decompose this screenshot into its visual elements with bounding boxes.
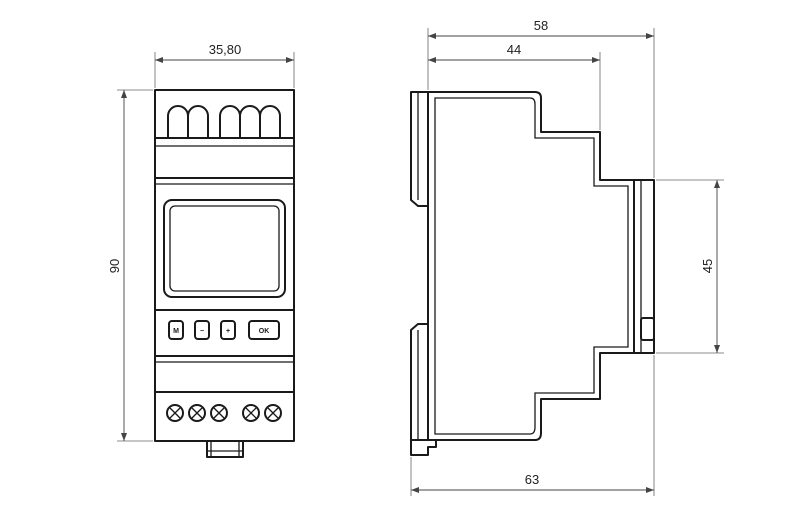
minus-button[interactable]: − xyxy=(194,320,210,340)
lcd-display xyxy=(169,205,280,292)
dim-front-width-label: 35,80 xyxy=(209,42,242,57)
top-terminals xyxy=(167,105,281,139)
din-clip xyxy=(206,440,244,458)
dim-front-face xyxy=(656,179,724,354)
front-housing xyxy=(154,89,295,442)
dim-front-height xyxy=(117,89,153,442)
bottom-terminals xyxy=(166,404,282,422)
ok-button[interactable]: OK xyxy=(248,320,280,340)
mode-button-label: M xyxy=(173,328,179,335)
plus-button-label: + xyxy=(226,328,230,335)
mode-button[interactable]: M xyxy=(168,320,184,340)
lcd-display-outer xyxy=(163,199,286,298)
screw-icon xyxy=(166,404,184,422)
dim-side-upper-label: 44 xyxy=(507,42,521,57)
ok-button-label: OK xyxy=(259,328,270,335)
bottom-clip xyxy=(410,323,437,456)
dim-front-width xyxy=(154,52,295,88)
dim-front-height-label: 90 xyxy=(107,259,122,273)
dim-side-base xyxy=(410,355,655,496)
front-view: M − + OK xyxy=(107,42,295,458)
dim-front-face-label: 45 xyxy=(700,259,715,273)
side-housing xyxy=(427,91,635,441)
top-clip xyxy=(410,91,429,207)
screw-icon xyxy=(242,404,260,422)
minus-button-label: − xyxy=(200,328,204,335)
screw-icon xyxy=(188,404,206,422)
dim-side-base-label: 63 xyxy=(525,472,539,487)
side-view: 58 44 45 63 xyxy=(410,18,724,496)
dim-side-upper xyxy=(428,52,601,130)
dim-side-total xyxy=(427,28,655,178)
screw-icon xyxy=(264,404,282,422)
plus-button[interactable]: + xyxy=(220,320,236,340)
dim-side-total-label: 58 xyxy=(534,18,548,33)
side-button xyxy=(640,317,655,341)
front-face xyxy=(633,179,655,354)
screw-icon xyxy=(210,404,228,422)
